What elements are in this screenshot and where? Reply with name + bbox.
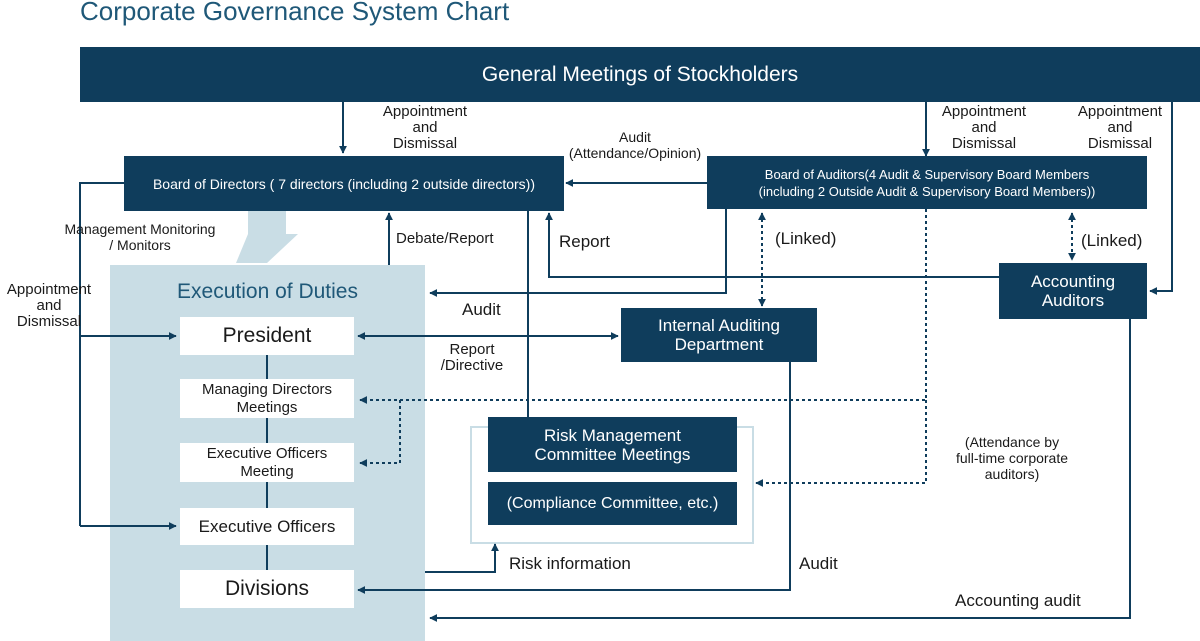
compliance-committee-label: (Compliance Committee, etc.) [506, 494, 719, 512]
board-of-auditors-line2: (including 2 Outside Audit & Supervisory… [758, 183, 1096, 199]
gm-to-acc-arrow [1149, 102, 1173, 295]
divisions-label: Divisions [224, 577, 310, 600]
executive-officers-meeting-line1: Executive Officers [206, 444, 328, 462]
managing-directors-line2: Meetings [236, 398, 298, 416]
divisions-box: Divisions [180, 570, 354, 608]
president-label: President [222, 324, 312, 347]
report-directive-label: Report/Directive [440, 341, 504, 374]
internal-auditing-box: Internal Auditing Department [621, 308, 817, 362]
risk-management-line2: Committee Meetings [534, 444, 691, 464]
debate-report-label: Debate/Report [396, 230, 494, 247]
executive-officers-meeting-line2: Meeting [240, 462, 294, 480]
accounting-audit-label: Accounting audit [955, 591, 1081, 610]
boa-dotted-exec-meeting-arrow [359, 400, 401, 467]
left-appointment-line [79, 182, 124, 526]
general-meetings-label: General Meetings of Stockholders [481, 62, 799, 86]
audit-attendance-label: Audit(Attendance/Opinion) [568, 129, 702, 161]
page-title: Corporate Governance System Chart [80, 0, 510, 26]
board-of-directors-label: Board of Directors ( 7 directors (includ… [152, 175, 536, 192]
boa-audit-arrow [429, 209, 727, 297]
board-of-auditors-line1: Board of Auditors(4 Audit & Supervisory … [764, 166, 1090, 182]
risk-information-arrow [425, 543, 499, 573]
report-label: Report [559, 232, 611, 251]
accounting-auditors-box: Accounting Auditors [999, 263, 1147, 319]
risk-management-line1: Risk Management [543, 425, 681, 445]
boa-dotted-risk-arrow [755, 400, 927, 487]
managing-directors-box: Managing Directors Meetings [180, 379, 354, 418]
accounting-audit-arrow [429, 319, 1131, 622]
accounting-auditors-line1: Accounting [1030, 272, 1116, 291]
report-to-bod-arrow [545, 212, 999, 278]
board-of-directors-box: Board of Directors ( 7 directors (includ… [124, 156, 564, 211]
internal-audit-divisions-arrow [357, 362, 791, 594]
executive-officers-box: Executive Officers [180, 508, 354, 545]
linked-label-2: (Linked) [1081, 231, 1143, 250]
audit-label-1: Audit [462, 300, 501, 319]
general-meetings-box: General Meetings of Stockholders [80, 47, 1200, 102]
executive-officers-label: Executive Officers [198, 516, 336, 536]
risk-information-label: Risk information [509, 554, 631, 573]
executive-officers-meeting-box: Executive Officers Meeting [180, 443, 354, 482]
compliance-committee-box: (Compliance Committee, etc.) [488, 482, 737, 525]
linked-label-1: (Linked) [775, 229, 837, 248]
risk-management-box: Risk Management Committee Meetings [488, 417, 737, 472]
managing-directors-line1: Managing Directors [201, 380, 333, 398]
accounting-auditors-line2: Auditors [1041, 291, 1105, 310]
president-box: President [180, 317, 354, 355]
audit-label-2: Audit [799, 554, 838, 573]
board-of-auditors-box: Board of Auditors(4 Audit & Supervisory … [707, 156, 1147, 209]
internal-auditing-line2: Department [674, 335, 764, 354]
internal-auditing-line1: Internal Auditing [658, 316, 780, 335]
execution-of-duties-title: Execution of Duties [177, 280, 358, 303]
monitoring-big-arrow [236, 211, 298, 263]
management-monitoring-label: Management Monitoring/ Monitors [64, 221, 216, 253]
